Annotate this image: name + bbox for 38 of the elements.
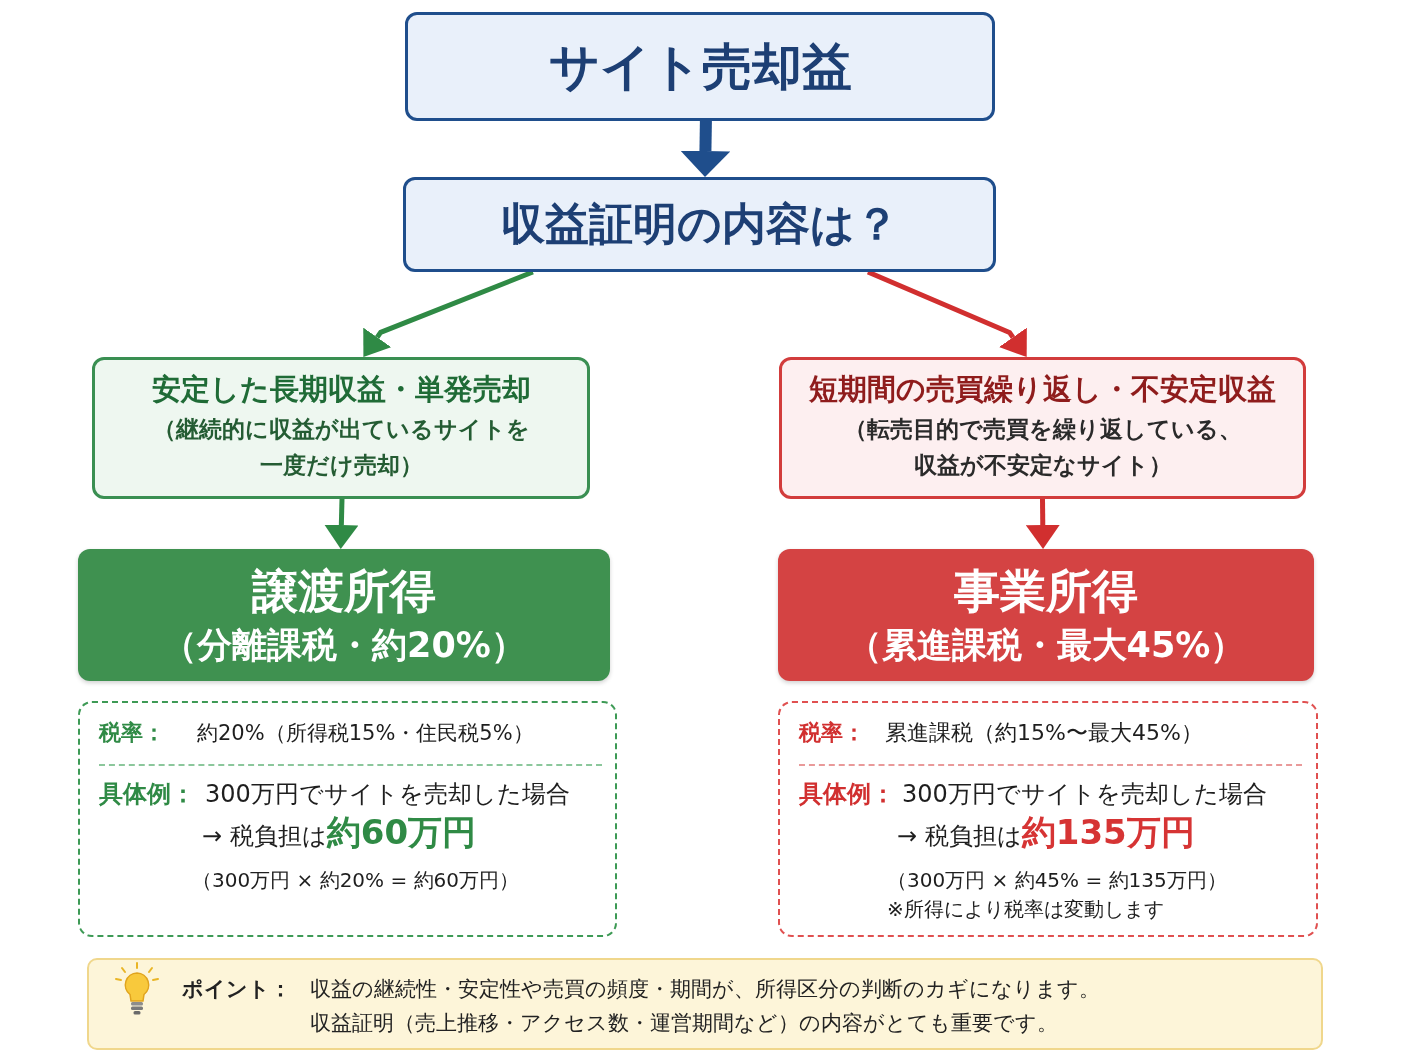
result-text: → 税負担は約60万円 xyxy=(202,812,477,853)
box-title: 収益証明の内容は？ xyxy=(500,198,899,251)
box-title: 安定した長期収益・単発売却 xyxy=(151,371,531,407)
detail-panel xyxy=(78,701,617,937)
box-title: サイト売却益 xyxy=(548,36,852,97)
result-box xyxy=(78,549,610,681)
field-label: 税率： xyxy=(799,720,865,747)
field-label: 具体例： xyxy=(799,780,895,809)
field-label: 具体例： xyxy=(99,780,195,809)
detail-panel xyxy=(778,701,1318,937)
note-text: 収益証明（売上推移・アクセス数・運営期間など）の内容がとても重要です。 xyxy=(310,1011,1058,1037)
formula-text: （300万円 × 約20% = 約60万円） xyxy=(192,868,520,892)
box-subtitle: （転売目的で売買を繰り返している、収益が不安定なサイト） xyxy=(842,414,1243,481)
arrow xyxy=(680,120,731,177)
condition-box xyxy=(92,357,590,499)
box-title: 譲渡所得 xyxy=(252,564,436,620)
note-label: ポイント： xyxy=(182,977,291,1003)
question-box xyxy=(403,177,996,272)
result-box xyxy=(778,549,1314,681)
box-title: 事業所得 xyxy=(954,564,1138,620)
box-subtitle: （累進課税・最大45%） xyxy=(846,623,1246,666)
condition-box xyxy=(779,357,1306,499)
field-value: 累進課税（約15%〜最大45%） xyxy=(885,720,1203,747)
arrow xyxy=(324,498,359,549)
result-text: → 税負担は約135万円 xyxy=(897,812,1195,853)
box-subtitle: （継続的に収益が出ているサイトを一度だけ売却） xyxy=(151,414,531,481)
note-text: 収益の継続性・安定性や売買の頻度・期間が、所得区分の判断のカギになります。 xyxy=(310,977,1100,1003)
process-box xyxy=(405,12,995,121)
arrow xyxy=(1025,498,1060,549)
box-subtitle: （分離課税・約20%） xyxy=(162,623,526,666)
box-title: 短期間の売買繰り返し・不安定収益 xyxy=(809,371,1276,407)
footnote-text: ※所得により税率は変動します xyxy=(887,897,1164,921)
field-value: 約20%（所得税15%・住民税5%） xyxy=(197,721,534,747)
note-panel xyxy=(87,958,1323,1050)
formula-text: （300万円 × 約45% = 約135万円） xyxy=(887,868,1227,892)
field-label: 税率： xyxy=(99,720,165,747)
example-text: 300万円でサイトを売却した場合 xyxy=(205,780,570,809)
example-text: 300万円でサイトを売却した場合 xyxy=(902,780,1267,809)
